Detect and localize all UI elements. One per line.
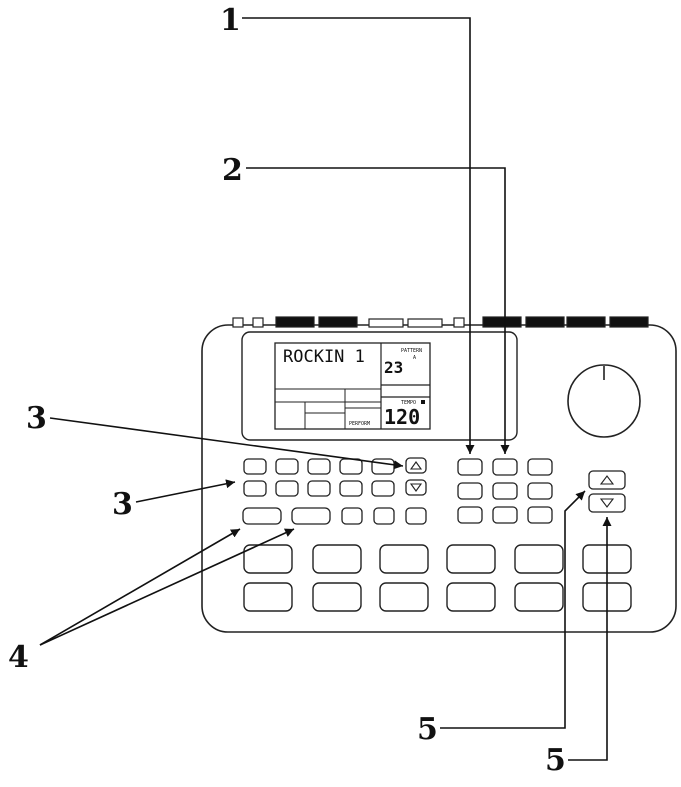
button[interactable] [405,507,427,525]
button[interactable] [527,506,553,524]
button[interactable] [457,482,483,500]
button[interactable] [307,480,331,497]
drum-pad[interactable] [243,582,293,612]
callout-2: 2 [222,153,243,188]
drum-pad[interactable] [514,544,564,574]
leader-line-3a [49,417,404,470]
lcd-tempo-indicator [421,400,425,404]
triangle-up-icon [409,461,423,470]
callout-3-bottom: 3 [112,487,133,522]
lcd-pattern-name: ROCKIN 1 [283,347,365,367]
leader-line-5a [440,490,586,729]
button[interactable] [492,482,518,500]
data-dial[interactable] [567,364,641,438]
button[interactable] [243,458,267,475]
callout-5-upper: 5 [417,712,438,747]
triangle-down-icon [409,483,423,492]
leader-line-3b [135,479,236,503]
leader-line-1 [242,17,475,454]
button[interactable] [243,480,267,497]
leader-line-5b [568,517,612,761]
callout-3-top: 3 [26,401,47,436]
large-up-button[interactable] [588,470,626,490]
lcd-pattern-number: 23 [384,358,403,377]
button[interactable] [371,480,395,497]
lcd-pattern-label: PATTERN [401,348,422,354]
drum-pad[interactable] [243,544,293,574]
triangle-down-icon [599,498,615,508]
button[interactable] [275,458,299,475]
leader-line-4b [39,528,295,646]
function-button-wide[interactable] [291,507,331,525]
lcd-screen: ROCKIN 1 PATTERN A 23 TEMPO 120 PERFORM [274,342,431,430]
callout-leaders [39,17,612,761]
button[interactable] [341,507,363,525]
button[interactable] [275,480,299,497]
drum-pad[interactable] [312,582,362,612]
rear-connectors [232,316,649,328]
button[interactable] [457,506,483,524]
callout-1: 1 [220,3,241,38]
button[interactable] [371,458,395,475]
callout-5-lower: 5 [545,743,566,778]
triangle-up-icon [599,475,615,485]
button[interactable] [307,458,331,475]
large-down-button[interactable] [588,493,626,513]
lcd-pattern-bank: A [413,355,416,361]
button[interactable] [527,482,553,500]
lcd-perform-label: PERFORM [349,421,370,427]
button[interactable] [339,458,363,475]
lcd-tempo-label: TEMPO [401,400,416,406]
callout-4: 4 [8,640,29,675]
drum-pad[interactable] [379,544,429,574]
drum-pad[interactable] [446,582,496,612]
button[interactable] [527,458,553,476]
button[interactable] [492,458,518,476]
drum-pad[interactable] [514,582,564,612]
button[interactable] [373,507,395,525]
small-down-button[interactable] [405,479,427,496]
small-up-button[interactable] [405,457,427,474]
drum-pad[interactable] [446,544,496,574]
right-button-grid [457,458,553,524]
button[interactable] [457,458,483,476]
lcd-tempo-value: 120 [384,405,420,429]
function-button-wide[interactable] [242,507,282,525]
drum-pad[interactable] [312,544,362,574]
button[interactable] [339,480,363,497]
leader-line-4a [39,528,241,646]
drum-pads [243,544,632,612]
leader-line-2 [246,167,510,454]
button[interactable] [492,506,518,524]
drum-pad[interactable] [379,582,429,612]
